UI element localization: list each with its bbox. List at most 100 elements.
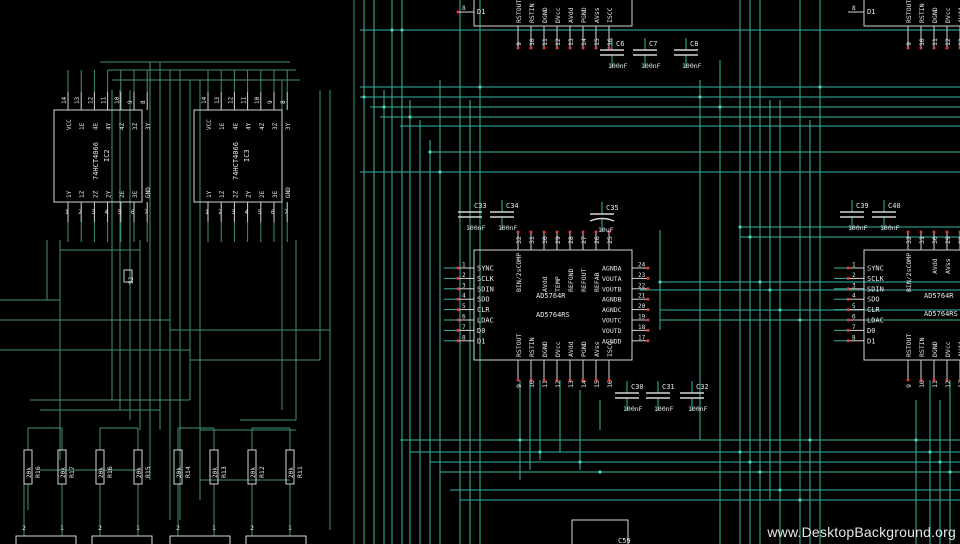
pin-end — [919, 378, 923, 382]
connector-body — [245, 535, 307, 544]
pin-name: DVcc — [944, 341, 952, 357]
pin-name: BIN/2sCOMP — [515, 253, 523, 292]
right-dac-part: AD5764R — [924, 292, 954, 300]
pin-name: 4E — [232, 122, 239, 130]
pin-name: CLR — [477, 306, 490, 314]
pin-name: 1Y — [206, 190, 213, 198]
capacitor-c33-ref: C33 — [474, 202, 487, 210]
resistor-ref: R16 — [106, 466, 114, 478]
pin-end — [542, 378, 546, 382]
pin-end — [516, 378, 520, 382]
pin-end — [932, 230, 936, 234]
capacitor-c34-ref: C34 — [506, 202, 519, 210]
pin-number: 20 — [638, 303, 646, 310]
pin-end — [581, 378, 585, 382]
pin-name: RSTIN — [528, 3, 536, 23]
resistor-r16-body — [23, 449, 33, 485]
connector-pin-number: 2 — [22, 524, 26, 532]
pin-number: 27 — [580, 236, 588, 244]
pin-name: GND — [285, 187, 292, 198]
pin-name: LDAC — [477, 317, 494, 325]
ic2-body — [53, 109, 143, 203]
pin-name: VOUTC — [602, 317, 622, 325]
pin-name: SCLK — [477, 275, 495, 283]
pin-end — [846, 318, 850, 322]
pin-number: 12 — [227, 96, 234, 104]
pin-number: 32 — [515, 236, 523, 244]
resistor-r12-body — [247, 449, 257, 485]
pin-number: 7 — [144, 209, 148, 216]
capacitor-c35-ref: C35 — [606, 204, 619, 212]
pin-name: AVdd — [567, 341, 575, 357]
pin-end — [555, 230, 559, 234]
right-dac-part-alt: AD5764RS — [924, 310, 958, 318]
junction-dot — [382, 105, 386, 109]
watermark-text: www.DesktopBackground.org — [767, 524, 956, 540]
junction-dot — [778, 308, 782, 312]
pin-end — [456, 318, 460, 322]
pin-number: 1 — [65, 209, 69, 216]
jumper-body — [123, 269, 133, 283]
pin-number: 10 — [918, 38, 926, 46]
pin-name: 4Z — [259, 122, 266, 130]
pin-name: DGND — [931, 7, 939, 23]
pin-name: PGND — [580, 341, 588, 357]
pin-end — [529, 378, 533, 382]
pin-name: DVcc — [554, 7, 562, 23]
pin-name: 2Z — [92, 190, 99, 198]
resistor-r14-body — [173, 449, 183, 485]
part-number: 74HCT4066 — [232, 142, 240, 180]
pin-name: AGNDA — [602, 265, 622, 273]
pin-end — [456, 266, 460, 270]
pin-name: D1 — [867, 337, 875, 345]
pin-end — [568, 378, 572, 382]
pin-end — [646, 328, 650, 332]
pin-name: 2Z — [232, 190, 239, 198]
capacitor-c33-value: 100nF — [466, 224, 486, 232]
pin-name: VCC — [206, 119, 213, 130]
connector-body — [91, 535, 153, 544]
junction-dot — [778, 488, 782, 492]
junction-dot — [738, 450, 742, 454]
pin-number: 31 — [528, 236, 536, 244]
pin-name: AVdd — [957, 341, 960, 357]
pin-name: RSTIN — [918, 337, 926, 357]
pin-number: 7 — [462, 324, 466, 331]
pin-end — [646, 308, 650, 312]
pin-name: 3Y — [285, 122, 292, 130]
resistor-ref: R13 — [220, 466, 228, 478]
pin-end — [456, 328, 460, 332]
junction-dot — [748, 235, 752, 239]
connector-pin-number: 1 — [60, 524, 64, 532]
resistor-value: 20k — [60, 467, 67, 478]
pin-name: RSTOUT — [515, 0, 523, 23]
pin-name: AGNDD — [602, 337, 622, 345]
pin-name: 3E — [272, 190, 279, 198]
pin-end — [529, 230, 533, 234]
c59-ref: C59 — [618, 537, 631, 544]
junction-dot — [578, 460, 582, 464]
pin-name: DGND — [541, 341, 549, 357]
pin-end — [646, 297, 650, 301]
pin-end — [906, 230, 910, 234]
pin-number: 13 — [214, 96, 221, 104]
pin-name: 3Z — [132, 122, 139, 130]
pin-name: VOUTB — [602, 285, 622, 293]
pin-number: 24 — [638, 262, 646, 269]
junction-dot — [798, 498, 802, 502]
pin-number: 8 — [462, 334, 466, 341]
capacitor-c35-value: 10uF — [598, 226, 614, 234]
resistor-value: 20k — [288, 467, 295, 478]
pin-name: 4Y — [106, 122, 113, 130]
pin-end — [456, 339, 460, 343]
capacitor-c31-ref: C31 — [662, 383, 675, 391]
pin-end — [516, 46, 520, 50]
capacitor-c7-value: 100nF — [641, 62, 661, 70]
resistor-ref: R11 — [296, 466, 304, 478]
connector-body — [169, 535, 231, 544]
pin-name: D1 — [477, 8, 485, 16]
junction-dot — [518, 438, 522, 442]
pin-name: SYNC — [477, 265, 494, 273]
pin-number: 16 — [606, 380, 614, 388]
pin-end — [456, 10, 460, 14]
